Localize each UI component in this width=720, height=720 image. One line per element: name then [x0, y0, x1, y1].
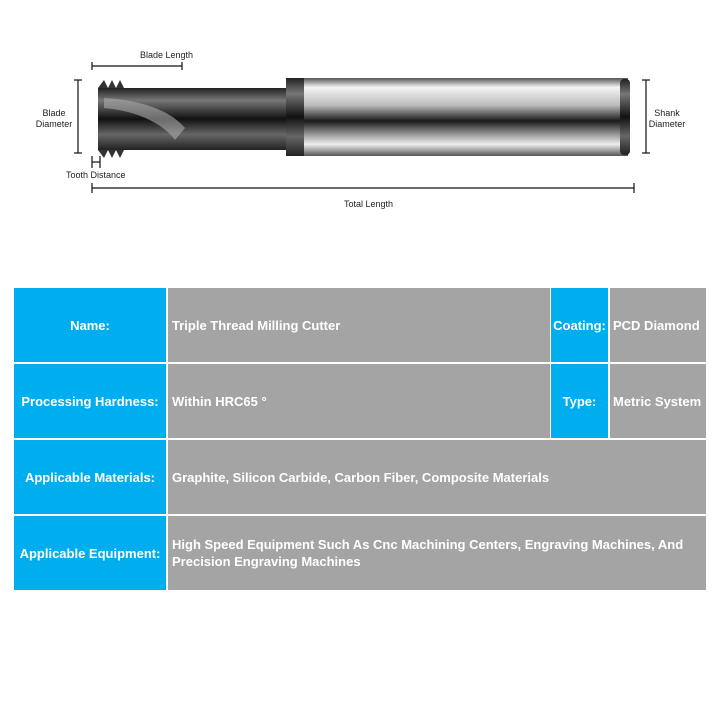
hardness-label: Processing Hardness: — [14, 364, 166, 438]
name-value: Triple Thread Milling Cutter — [168, 288, 550, 362]
equipment-value: High Speed Equipment Such As Cnc Machini… — [168, 516, 706, 590]
blade — [98, 80, 292, 158]
shank-diameter-label: Shank Diameter — [648, 108, 686, 129]
dimension-lines — [74, 62, 650, 193]
blade-length-label: Blade Length — [140, 50, 194, 60]
coating-value: PCD Diamond — [610, 288, 706, 362]
type-value: Metric System — [610, 364, 706, 438]
neck-ring — [286, 78, 306, 156]
tooth-distance-label: Tooth Distance — [66, 170, 126, 180]
name-label: Name: — [14, 288, 166, 362]
materials-label: Applicable Materials: — [14, 440, 166, 514]
type-label: Type: — [551, 364, 608, 438]
materials-value: Graphite, Silicon Carbide, Carbon Fiber,… — [168, 440, 706, 514]
coating-label: Coating: — [551, 288, 608, 362]
hardness-value: Within HRC65 ° — [168, 364, 550, 438]
total-length-label: Total Length — [344, 199, 394, 209]
shank — [304, 78, 628, 156]
equipment-label: Applicable Equipment: — [14, 516, 166, 590]
blade-diameter-label: Blade Diameter — [35, 108, 73, 129]
thread-milling-cutter-drawing — [74, 62, 650, 193]
